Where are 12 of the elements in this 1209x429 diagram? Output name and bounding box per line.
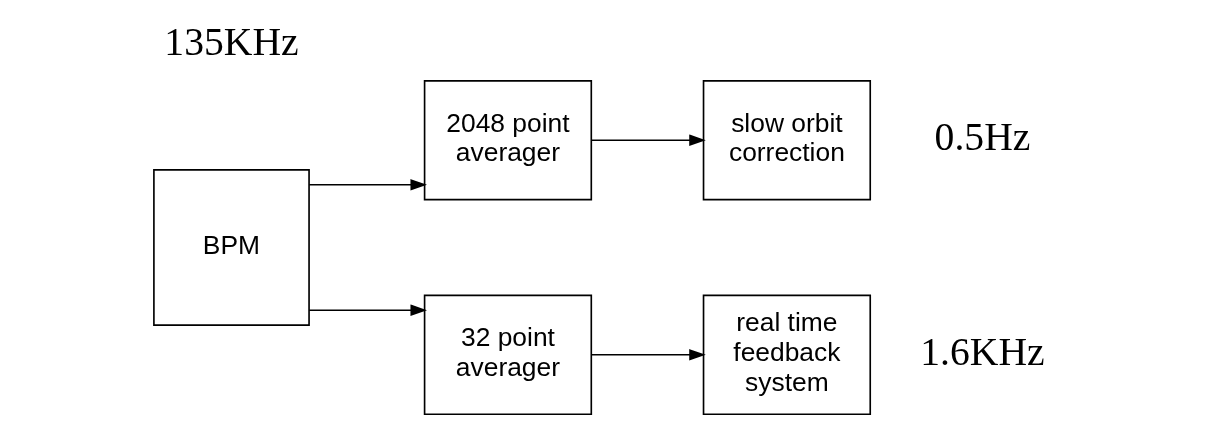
node-box: real time feedback system: [702, 294, 872, 416]
arrow: [590, 134, 706, 146]
arrow: [590, 349, 706, 361]
arrow: [308, 179, 427, 191]
node-label: 0.5Hz: [934, 115, 1031, 160]
arrow: [308, 304, 427, 316]
node-box: BPM: [153, 169, 310, 326]
node-label: 1.6KHz: [920, 330, 1045, 375]
node-box: slow orbit correction: [702, 80, 872, 201]
node-box: 32 point averager: [423, 294, 593, 416]
node-label: 135KHz: [164, 19, 299, 64]
node-box: 2048 point averager: [423, 80, 593, 201]
